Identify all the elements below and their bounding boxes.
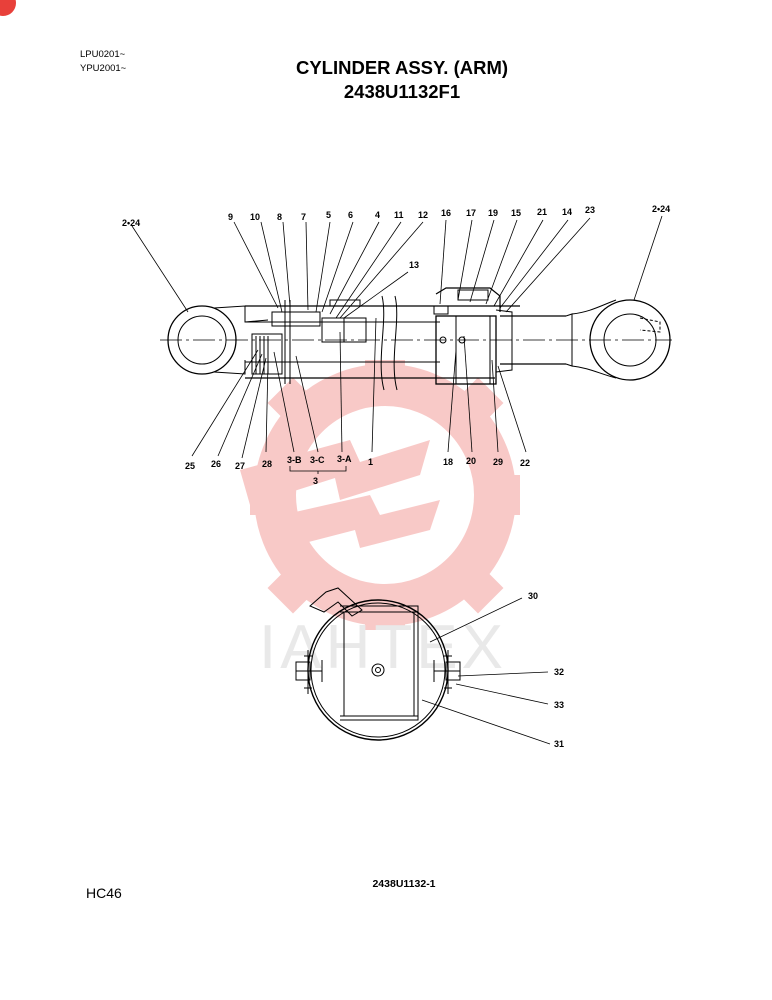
callout-28: 28	[262, 459, 272, 469]
title-line-2: 2438U1132F1	[343, 81, 461, 102]
piston-rod	[500, 299, 617, 379]
callout-21: 21	[537, 207, 547, 217]
clamp-leader-lines	[421, 597, 551, 745]
rod-cover	[433, 287, 513, 385]
callout-23: 23	[585, 205, 595, 215]
callout-8: 8	[277, 212, 282, 222]
callout-3-a: 3-A	[337, 454, 352, 464]
callout-16: 16	[441, 208, 451, 218]
callout-25: 25	[185, 461, 195, 471]
leader-lines-top	[131, 215, 663, 319]
serial-bottom: YPU2001~	[80, 63, 127, 74]
serial-range: LPU0201~ YPU2001~	[80, 48, 126, 76]
callout-30: 30	[528, 591, 538, 601]
callout-13: 13	[409, 260, 419, 270]
callout-7: 7	[301, 212, 306, 222]
page-title: CYLINDER ASSY. (ARM) 2438U1132F1	[0, 56, 772, 104]
callout-9: 9	[228, 212, 233, 222]
break-marks	[380, 295, 398, 391]
callout-32: 32	[554, 667, 564, 677]
callout-2-24-right: 2•24	[652, 204, 670, 214]
callout-2-24-left: 2•24	[122, 218, 140, 228]
callout-31: 31	[554, 739, 564, 749]
callout-17: 17	[466, 208, 476, 218]
callout-4: 4	[375, 210, 380, 220]
clamp-callouts: 30 32 33 31	[528, 591, 564, 749]
callout-29: 29	[493, 457, 503, 467]
drawing-number: 2438U1132-1	[372, 878, 436, 890]
callout-3-c: 3-C	[310, 455, 325, 465]
corner-badge	[0, 0, 16, 16]
watermark-gear	[250, 360, 520, 630]
right-eye	[589, 299, 671, 381]
callout-26: 26	[211, 459, 221, 469]
callout-18: 18	[443, 457, 453, 467]
callout-33: 33	[554, 700, 564, 710]
clamp-end-view	[295, 587, 461, 741]
callout-19: 19	[488, 208, 498, 218]
callout-labels: 2•24 9 10 8 7 5 6 4 11 12 13 16 17 19 15…	[122, 204, 670, 486]
leader-lines-bottom	[191, 317, 527, 459]
callout-5: 5	[326, 210, 331, 220]
watermark-arrow	[240, 440, 440, 552]
callout-3-b: 3-B	[287, 455, 302, 465]
callout-10: 10	[250, 212, 260, 222]
callout-6: 6	[348, 210, 353, 220]
serial-top: LPU0201~	[80, 49, 126, 60]
callout-3: 3	[313, 476, 318, 486]
group-bracket-3	[289, 466, 347, 474]
cylinder-tube	[245, 299, 520, 384]
callout-14: 14	[562, 207, 572, 217]
callout-27: 27	[235, 461, 245, 471]
callout-1: 1	[368, 457, 373, 467]
callout-12: 12	[418, 210, 428, 220]
callout-22: 22	[520, 458, 530, 468]
cylinder-side-view	[160, 287, 672, 391]
page-code: HC46	[86, 885, 122, 901]
left-eye	[167, 305, 269, 375]
callout-11: 11	[394, 210, 404, 220]
callout-20: 20	[466, 456, 476, 466]
title-line-1: CYLINDER ASSY. (ARM)	[295, 57, 509, 78]
callout-15: 15	[511, 208, 521, 218]
watermark-logo	[240, 360, 520, 630]
